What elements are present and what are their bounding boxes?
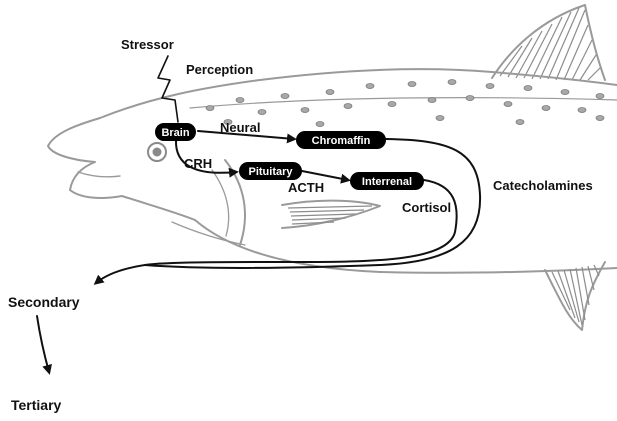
cortisol-label: Cortisol: [402, 200, 451, 215]
node-interrenal-label: Interrenal: [362, 176, 412, 188]
fish-illustration: [48, 5, 617, 330]
dorsal-fin: [492, 5, 605, 80]
node-brain-label: Brain: [161, 127, 189, 139]
acth-label: ACTH: [288, 180, 324, 195]
node-chromaffin-label: Chromaffin: [312, 135, 371, 147]
fish-back: [100, 69, 617, 118]
node-pituitary-label: Pituitary: [248, 166, 293, 178]
anal-fin-rays: [552, 265, 599, 325]
fish-belly: [195, 220, 617, 273]
stressor-lightning-icon: [158, 56, 178, 122]
node-pituitary: Pituitary: [239, 162, 302, 180]
mouth-line: [78, 172, 120, 177]
neural-label: Neural: [220, 120, 260, 135]
arrow-to-tertiary: [37, 316, 49, 372]
anal-fin: [545, 262, 605, 330]
node-brain: Brain: [155, 123, 196, 141]
catecholamines-label: Catecholamines: [493, 178, 593, 193]
crh-label: CRH: [184, 156, 212, 171]
lateral-line: [190, 98, 617, 108]
fish-pupil: [153, 148, 162, 157]
perception-label: Perception: [186, 62, 253, 77]
stressor-label: Stressor: [121, 37, 174, 52]
node-interrenal: Interrenal: [350, 172, 424, 190]
arrow-acth: [302, 171, 348, 180]
dorsal-fin-rays: [500, 8, 600, 80]
tertiary-label: Tertiary: [11, 397, 62, 413]
secondary-label: Secondary: [8, 294, 80, 310]
node-chromaffin: Chromaffin: [296, 131, 386, 149]
arrow-to-secondary: [96, 265, 145, 283]
